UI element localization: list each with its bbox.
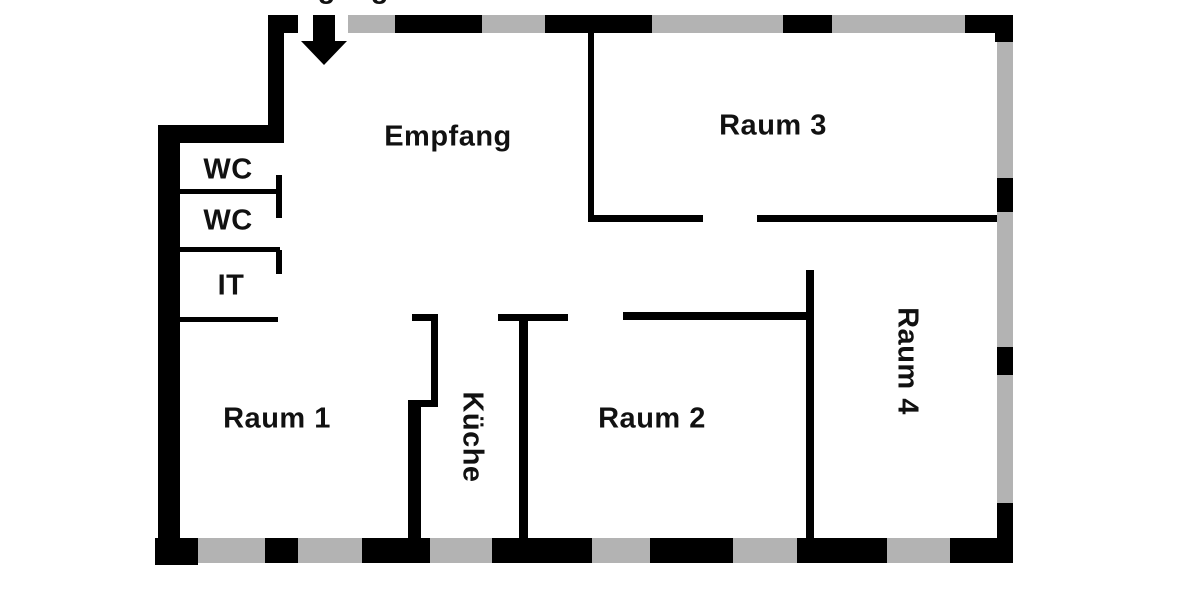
facade-segment — [997, 33, 1013, 178]
room-label-raum-1: Raum 1 — [223, 402, 331, 435]
wall-segment — [806, 270, 814, 538]
wall-segment — [650, 538, 733, 563]
wall-segment — [498, 314, 568, 321]
wall-segment — [431, 314, 438, 406]
wall-segment — [997, 178, 1013, 212]
facade-segment — [592, 538, 650, 563]
wall-segment — [797, 538, 887, 563]
wall-segment — [158, 125, 180, 565]
facade-segment — [733, 538, 797, 563]
wall-segment — [997, 347, 1013, 375]
wall-segment — [268, 15, 284, 143]
wall-segment — [545, 15, 652, 33]
room-label-empfang: Empfang — [384, 120, 512, 153]
wall-segment — [408, 400, 421, 538]
facade-segment — [430, 538, 492, 563]
facade-segment — [348, 15, 395, 33]
wall-segment — [276, 175, 282, 218]
wall-segment — [995, 33, 1013, 42]
entrance-arrow-head — [301, 41, 347, 65]
wall-segment — [395, 15, 482, 33]
room-label-raum-2: Raum 2 — [598, 402, 706, 435]
wall-segment — [492, 538, 592, 563]
wall-segment — [757, 215, 997, 222]
wall-segment — [965, 15, 1013, 33]
wall-segment — [588, 215, 703, 222]
wall-segment — [284, 15, 298, 33]
wall-segment — [175, 189, 280, 194]
entrance-arrow-stem — [313, 15, 335, 42]
facade-segment — [832, 15, 965, 33]
facade-segment — [997, 375, 1013, 503]
room-label-wc-1: WC — [203, 153, 253, 186]
wall-segment — [362, 538, 430, 563]
room-label-wc-2: WC — [203, 204, 253, 237]
room-label-raum-4: Raum 4 — [891, 307, 924, 415]
facade-segment — [198, 538, 265, 563]
facade-segment — [482, 15, 545, 33]
wall-segment — [158, 125, 284, 143]
wall-segment — [783, 15, 832, 33]
room-label-raum-3: Raum 3 — [719, 109, 827, 142]
room-label-kueche: Küche — [456, 391, 489, 483]
wall-segment — [276, 250, 282, 274]
wall-segment — [950, 538, 1013, 563]
wall-segment — [265, 538, 298, 563]
wall-segment — [175, 317, 278, 322]
wall-segment — [155, 538, 198, 565]
wall-segment — [408, 400, 438, 407]
facade-segment — [997, 212, 1013, 347]
wall-segment — [997, 503, 1013, 538]
facade-segment — [652, 15, 783, 33]
wall-segment — [175, 247, 280, 252]
wall-segment — [623, 312, 814, 320]
wall-segment — [519, 314, 528, 538]
facade-segment — [887, 538, 950, 563]
wall-segment — [412, 314, 438, 321]
room-label-it: IT — [217, 269, 245, 302]
wall-segment — [588, 33, 594, 222]
facade-segment — [298, 538, 362, 563]
entrance-label: Eingang — [271, 0, 389, 4]
